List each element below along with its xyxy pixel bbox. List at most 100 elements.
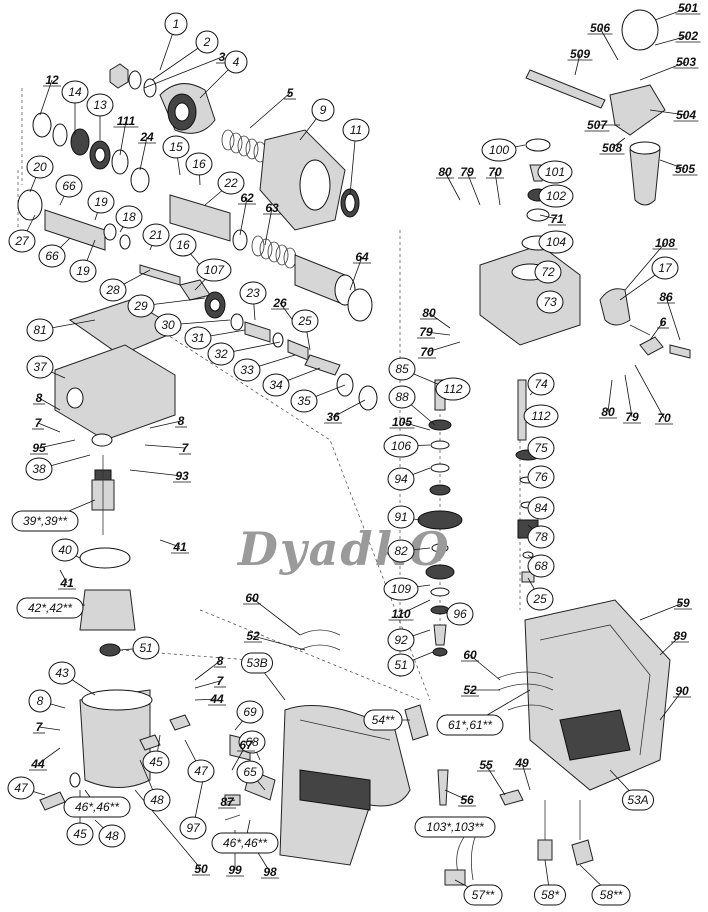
label-box <box>363 709 403 731</box>
part-number: 32 <box>214 347 228 361</box>
part-number: 504 <box>676 108 696 122</box>
leader-line <box>665 296 681 341</box>
part-number: 21 <box>148 228 162 242</box>
part-number: 71 <box>550 212 564 226</box>
part-label-25: 25 <box>526 587 554 611</box>
part-number: 107 <box>204 263 225 277</box>
part-label-62: 62 <box>238 191 256 205</box>
stator <box>79 547 136 657</box>
part-label-74: 74 <box>527 372 555 396</box>
part-number: 65 <box>243 765 257 779</box>
leader-line <box>649 321 664 341</box>
leader-line <box>444 171 461 201</box>
part-number: 13 <box>93 98 107 112</box>
part-number: 45 <box>149 755 163 769</box>
leader-line <box>425 331 451 336</box>
part-number: 9 <box>320 103 327 117</box>
part-number: 74 <box>534 377 548 391</box>
label-circle <box>527 372 555 396</box>
part-label-89: 89 <box>671 629 689 643</box>
part-label-51: 51 <box>132 636 160 660</box>
part-number: 48 <box>150 793 164 807</box>
part-number: 26 <box>272 296 287 310</box>
part-label-4: 4 <box>224 50 248 74</box>
label-circle <box>388 385 416 409</box>
label-circle <box>184 326 212 350</box>
part-number: 43 <box>55 666 69 680</box>
part-label-88: 88 <box>388 385 416 409</box>
part-number: 37 <box>33 360 48 374</box>
leader-line <box>349 256 363 291</box>
label-circle <box>527 554 555 578</box>
part-label-87: 87 <box>218 795 236 809</box>
part-label-12: 12 <box>43 73 61 87</box>
part-label-30: 30 <box>154 313 182 337</box>
part-number: 80 <box>422 306 436 320</box>
leader-line <box>654 7 689 21</box>
part-label-46-46: 46*,46** <box>211 832 279 854</box>
label-circle <box>86 93 114 117</box>
part-number: 502 <box>678 29 698 43</box>
part-number: 88 <box>395 390 409 404</box>
part-label-8: 8 <box>175 414 187 428</box>
part-number: 112 <box>443 382 462 396</box>
label-circle <box>236 760 264 784</box>
part-number: 89 <box>673 629 687 643</box>
label-box <box>534 884 566 906</box>
part-label-35: 35 <box>290 389 318 413</box>
label-circle <box>383 434 419 458</box>
part-label-73: 73 <box>536 290 564 314</box>
part-label-36: 36 <box>324 410 342 424</box>
label-circle <box>87 190 115 214</box>
label-circle <box>55 174 83 198</box>
part-label-78: 78 <box>527 525 555 549</box>
part-number: 95 <box>32 441 46 455</box>
label-circle <box>48 661 76 685</box>
label-circle <box>446 602 474 626</box>
part-number: 110 <box>391 607 410 621</box>
label-circle <box>526 587 554 611</box>
part-number: 14 <box>68 85 82 99</box>
label-circle <box>25 457 53 481</box>
leader-line <box>624 374 633 418</box>
part-number: 87 <box>220 795 235 809</box>
label-circle <box>651 256 679 280</box>
leader-line <box>401 421 431 431</box>
label-circle <box>162 135 190 159</box>
label-box <box>463 884 503 906</box>
part-label-108: 108 <box>652 236 678 250</box>
part-number: 46*,46** <box>75 800 119 814</box>
part-number: 102 <box>546 189 566 203</box>
part-label-22: 22 <box>217 171 245 195</box>
part-number: 45 <box>73 827 87 841</box>
leader-line <box>469 654 501 681</box>
leader-line <box>659 635 681 656</box>
label-circle <box>99 278 127 302</box>
part-number: 51 <box>394 658 407 672</box>
part-number: 5 <box>287 86 294 100</box>
part-label-38: 38 <box>25 457 53 481</box>
leader-line <box>466 171 481 206</box>
label-circle <box>435 377 471 401</box>
part-number: 62 <box>240 191 254 205</box>
part-label-44: 44 <box>208 692 226 706</box>
part-number: 85 <box>395 362 409 376</box>
part-label-503: 503 <box>673 55 699 69</box>
leader-line <box>194 660 221 681</box>
part-number: 6 <box>660 315 667 329</box>
leader-line <box>38 726 61 731</box>
label-circle <box>342 118 370 142</box>
label-circle <box>164 12 188 36</box>
part-label-70: 70 <box>655 411 673 425</box>
part-number: 53B <box>246 656 267 670</box>
part-number: 90 <box>675 684 689 698</box>
label-box <box>16 597 84 619</box>
part-label-79: 79 <box>417 325 435 339</box>
leader-line <box>639 602 684 621</box>
part-number: 4 <box>233 55 240 69</box>
part-label-14: 14 <box>61 80 89 104</box>
part-number: 505 <box>675 162 695 176</box>
part-number: 44 <box>30 757 45 771</box>
part-label-60: 60 <box>243 591 261 605</box>
part-label-15: 15 <box>162 135 190 159</box>
